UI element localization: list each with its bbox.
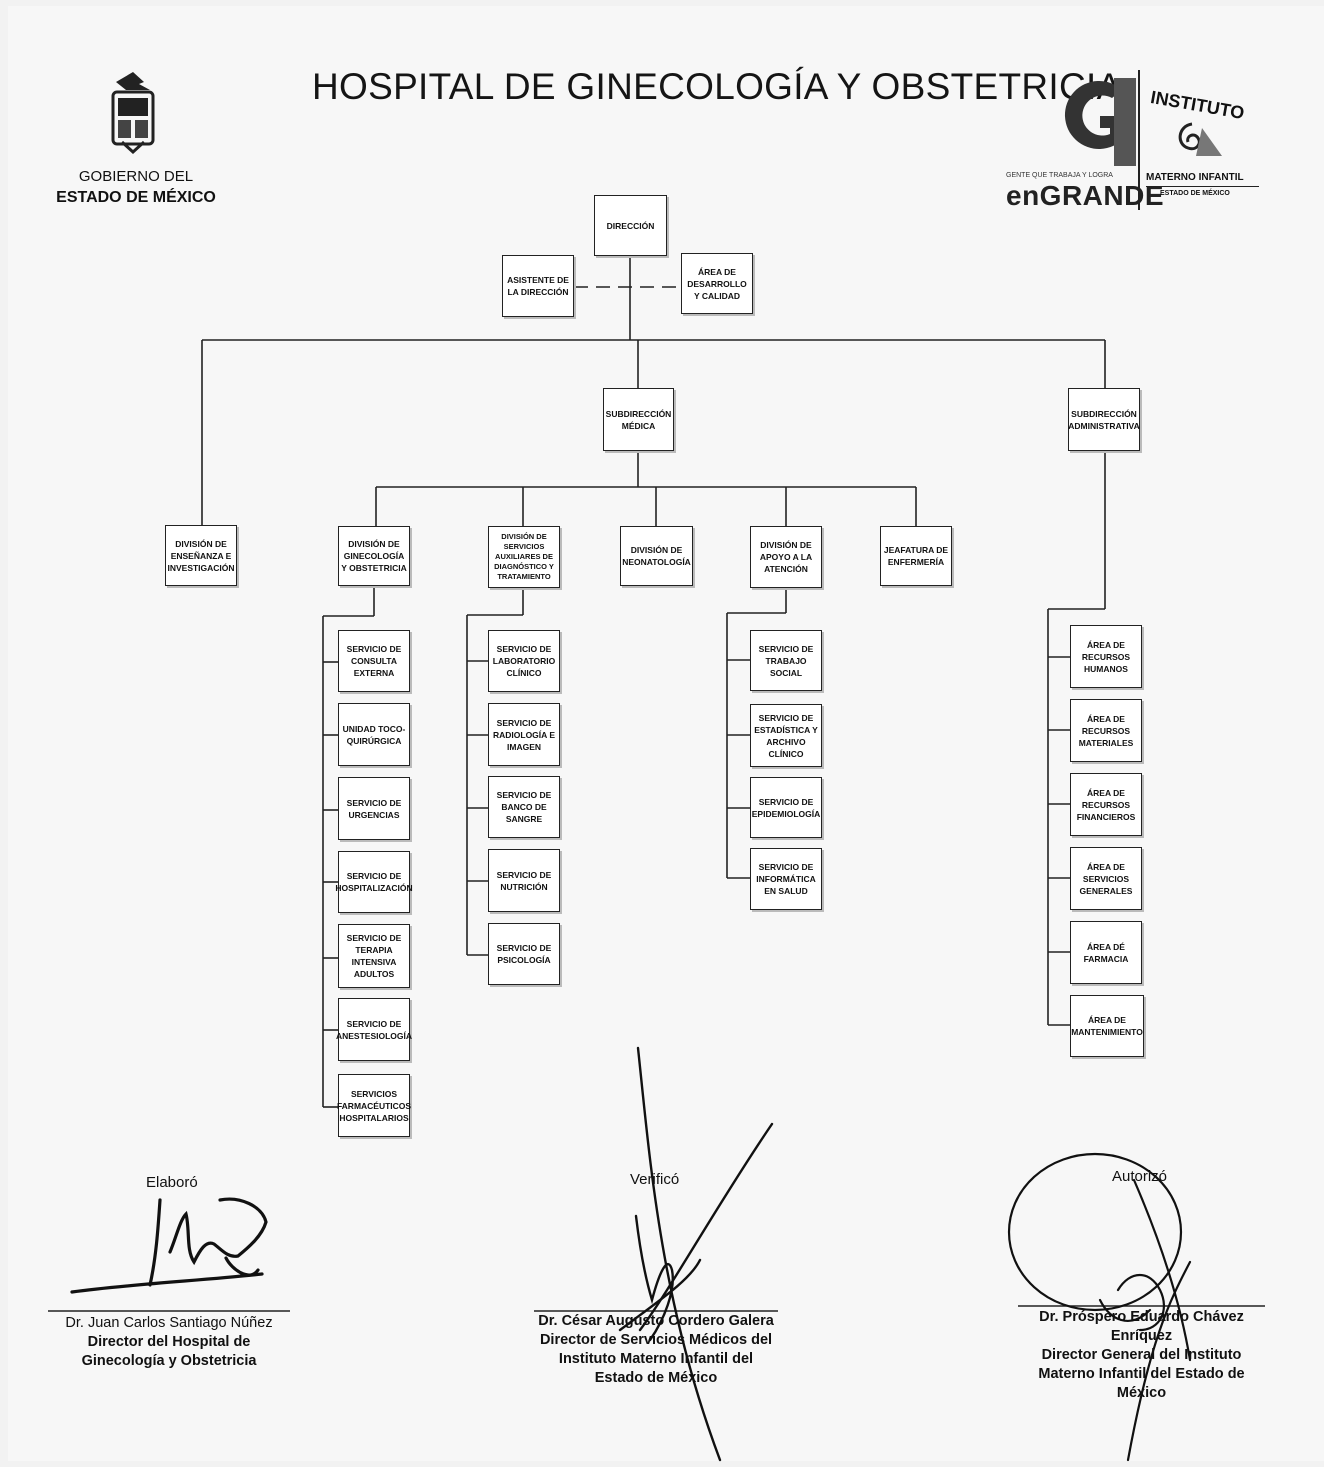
autorizo-label: Autorizó (1112, 1168, 1168, 1185)
org-box-division-auxiliares: DIVISIÓN DE SERVICIOS AUXILIARES DE DIAG… (488, 526, 560, 588)
verifico-block: Dr. César Augusto Cordero Galera Directo… (524, 1312, 788, 1388)
org-box-division-neonatologia: DIVISIÓN DE NEONATOLOGÍA (620, 526, 693, 586)
org-box-apoyo-service: SERVICIO DE INFORMÁTICA EN SALUD (750, 848, 822, 910)
org-box-admin-area: ÁREA DE RECURSOS HUMANOS (1070, 625, 1142, 688)
org-box-gineco-service: SERVICIOS FARMACÉUTICOS HOSPITALARIOS (337, 1074, 411, 1137)
org-box-apoyo-service: SERVICIO DE ESTADÍSTICA Y ARCHIVO CLÍNIC… (750, 704, 822, 767)
estado-de-mexico-crest-logo (111, 72, 155, 154)
autorizo-role-line2: Materno Infantil del Estado de (1038, 1366, 1245, 1382)
org-box-division-apoyo: DIVISIÓN DE APOYO A LA ATENCIÓN (750, 526, 822, 588)
org-box-division-ensenanza: DIVISIÓN DE ENSEÑANZA E INVESTIGACIÓN (165, 525, 237, 586)
page-title: HOSPITAL DE GINECOLOGÍA Y OBSTETRICIA (312, 66, 1122, 107)
elaboro-role-line1: Director del Hospital de (87, 1334, 251, 1350)
materno-infantil-text: MATERNO INFANTIL (1146, 172, 1244, 183)
org-box-division-ginecologia: DIVISIÓN DE GINECOLOGÍA Y OBSTETRICIA (338, 526, 410, 586)
org-box-aux-service: SERVICIO DE PSICOLOGÍA (488, 923, 560, 985)
elaboro-role-line2: Ginecología y Obstetricia (81, 1353, 257, 1369)
org-box-subdireccion-administrativa: SUBDIRECCIÓN ADMINISTRATIVA (1068, 388, 1140, 451)
org-box-gineco-service: SERVICIO DE URGENCIAS (338, 777, 410, 840)
verifico-role-line1: Director de Servicios Médicos del (539, 1332, 773, 1348)
org-box-apoyo-service: SERVICIO DE EPIDEMIOLOGÍA (750, 777, 822, 838)
org-box-admin-area: ÁREA DE MANTENIMIENTO (1070, 995, 1144, 1057)
org-box-admin-area: ÁREA DE RECURSOS MATERIALES (1070, 699, 1142, 762)
autorizo-block: Dr. Próspero Eduardo Chávez Enríquez Dir… (1018, 1308, 1265, 1403)
org-box-apoyo-service: SERVICIO DE TRABAJO SOCIAL (750, 630, 822, 691)
org-box-gineco-service: SERVICIO DE ANESTESIOLOGÍA (336, 998, 412, 1061)
org-box-admin-area: ÁREA DÉ FARMACIA (1070, 921, 1142, 984)
org-box-gineco-service: SERVICIO DE TERAPIA INTENSIVA ADULTOS (338, 924, 410, 988)
verifico-role-line3: Estado de México (594, 1370, 718, 1386)
autorizo-role-line3: México (1116, 1385, 1167, 1401)
estado-mexico-small-text: ESTADO DE MÉXICO (1160, 190, 1230, 197)
logo-divider (1138, 70, 1140, 210)
org-box-aux-service: SERVICIO DE NUTRICIÓN (488, 849, 560, 912)
verifico-role-line2: Instituto Materno Infantil del (558, 1351, 754, 1367)
elaboro-label: Elaboró (146, 1174, 198, 1191)
elaboro-name: Dr. Juan Carlos Santiago Núñez (65, 1315, 273, 1331)
engrande-g-logo (1064, 78, 1136, 166)
gov-logo-text: GOBIERNO DEL ESTADO DE MÉXICO (56, 166, 216, 208)
org-box-gineco-service: SERVICIO DE HOSPITALIZACIÓN (335, 851, 413, 913)
org-box-subdireccion-medica: SUBDIRECCIÓN MÉDICA (603, 388, 674, 451)
verifico-label: Verificó (630, 1171, 680, 1188)
logo-rule (1146, 186, 1259, 187)
org-box-gineco-service: UNIDAD TOCO-QUIRÚRGICA (338, 703, 410, 766)
org-box-aux-service: SERVICIO DE RADIOLOGÍA E IMAGEN (488, 703, 560, 766)
slogan-text: GENTE QUE TRABAJA Y LOGRA (1006, 172, 1113, 179)
engrande-logo-text: enGRANDE (1006, 180, 1165, 211)
gov-logo-line2: ESTADO DE MÉXICO (56, 189, 216, 206)
mother-child-icon (1178, 122, 1222, 156)
org-box-direccion: DIRECCIÓN (594, 195, 667, 256)
org-box-gineco-service: SERVICIO DE CONSULTA EXTERNA (338, 630, 410, 692)
autorizo-name-line2: Enríquez (1110, 1328, 1173, 1344)
org-box-aux-service: SERVICIO DE BANCO DE SANGRE (488, 776, 560, 838)
org-box-area-desarrollo: ÁREA DE DESARROLLO Y CALIDAD (681, 253, 753, 314)
org-box-admin-area: ÁREA DE RECURSOS FINANCIEROS (1070, 773, 1142, 836)
org-box-aux-service: SERVICIO DE LABORATORIO CLÍNICO (488, 630, 560, 692)
verifico-name: Dr. César Augusto Cordero Galera (538, 1313, 774, 1329)
autorizo-role-line1: Director General del Instituto (1041, 1347, 1242, 1363)
autorizo-name-line1: Dr. Próspero Eduardo Chávez (1039, 1309, 1244, 1325)
org-box-jefatura-enfermeria: JEAFATURA DE ENFERMERÍA (880, 526, 952, 586)
gov-logo-line1: GOBIERNO DEL (78, 168, 194, 185)
org-box-admin-area: ÁREA DE SERVICIOS GENERALES (1070, 847, 1142, 910)
org-box-asistente: ASISTENTE DE LA DIRECCIÓN (502, 255, 574, 317)
elaboro-block: Dr. Juan Carlos Santiago Núñez Director … (48, 1314, 290, 1371)
